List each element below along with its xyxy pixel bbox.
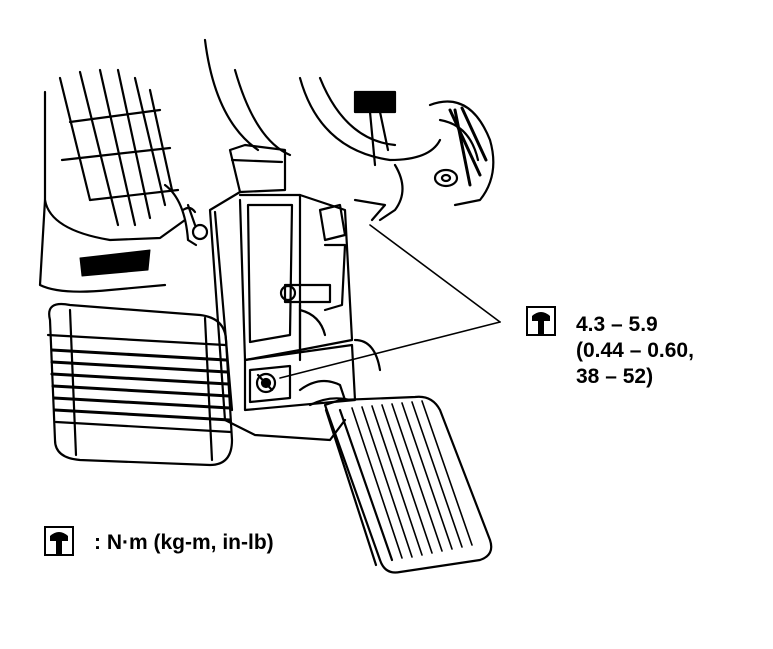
torque-spec-label: 4.3 – 5.9 (0.44 – 0.60, 38 – 52) — [576, 312, 694, 390]
torque-spec-kgm: (0.44 – 0.60, — [576, 339, 694, 362]
callout-leader-lines — [279, 224, 501, 379]
units-legend: : N·m (kg-m, in-lb) — [94, 531, 274, 554]
pedal-bracket — [208, 143, 382, 442]
torque-wrench-icon — [526, 306, 556, 336]
torque-spec-range: 4.3 – 5.9 — [576, 313, 658, 336]
upper-bracket-structure — [203, 38, 495, 222]
torque-spec-inlb: 38 – 52) — [576, 365, 654, 388]
torque-wrench-icon — [44, 526, 74, 556]
steering-column-structure — [38, 68, 209, 293]
accelerator-pedal-pad — [298, 379, 493, 574]
brake-pedal-pad — [46, 302, 234, 467]
